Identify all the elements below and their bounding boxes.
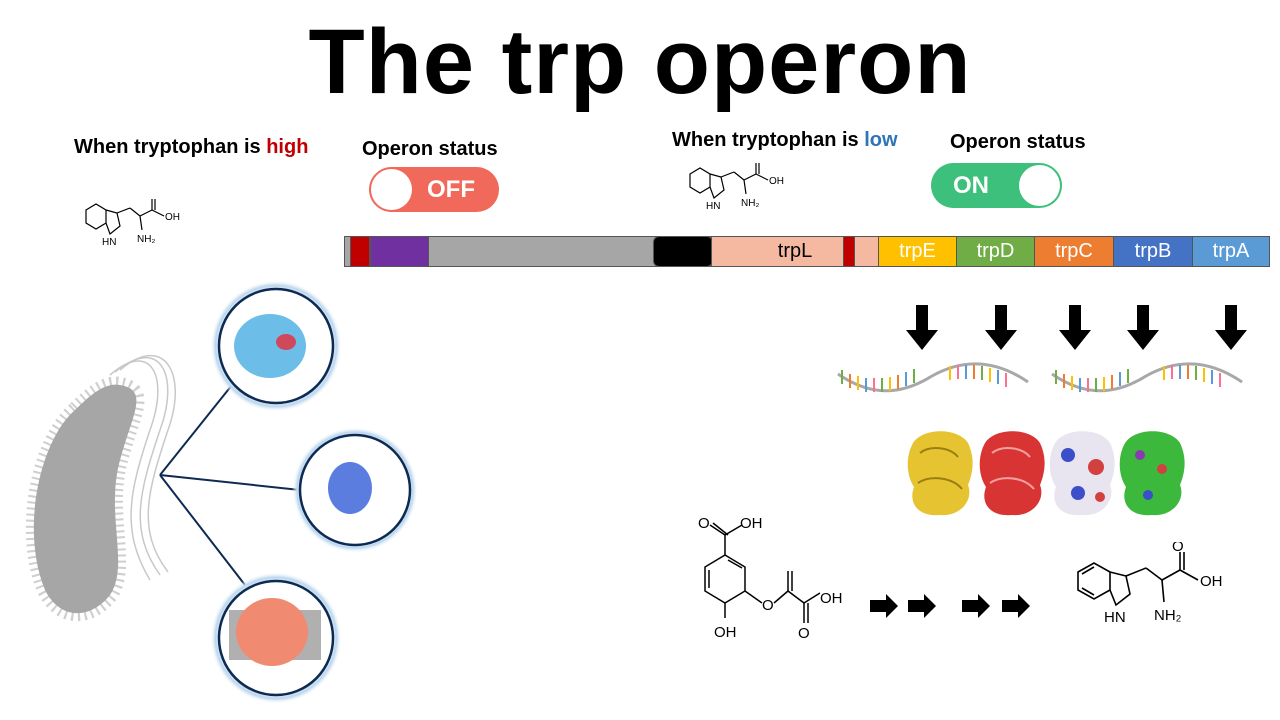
toggle-knob [1019, 165, 1060, 206]
low-status-heading: Operon status [950, 131, 1086, 153]
gene-trpC-label: trpC [1055, 240, 1093, 262]
gene-trpC: trpC [1034, 236, 1114, 267]
gene-trpA-label: trpA [1212, 240, 1250, 262]
gene-trpB-label: trpB [1134, 240, 1172, 262]
protein-circle-2 [292, 427, 418, 553]
enzyme-electrostatic [1049, 431, 1115, 516]
gene-trpE: trpE [878, 236, 957, 267]
gene-trpA: trpA [1192, 236, 1270, 267]
arrow-right-icon [962, 594, 990, 618]
promoter-element [350, 236, 370, 267]
protein-circle-3 [210, 572, 342, 704]
low-label-emphasis: low [864, 129, 898, 151]
gene-trpD: trpD [956, 236, 1035, 267]
toggle-knob [371, 169, 412, 210]
arrow-right-icon [870, 594, 898, 618]
protein-circle-1 [210, 280, 342, 412]
attenuator-element [843, 236, 855, 267]
transcription-arrows [906, 305, 1247, 350]
mrna-strands [837, 362, 1243, 393]
gene-trpL-label: trpL [777, 240, 813, 262]
arrow-down-icon [1127, 305, 1159, 350]
high-label-prefix: When tryptophan is [74, 136, 267, 158]
enzyme-green [1119, 431, 1185, 516]
small-oh-label: OH [769, 176, 784, 187]
big-hn-label: HN [1104, 609, 1126, 626]
high-condition-label: When tryptophan is high [74, 136, 308, 159]
high-label-emphasis: high [266, 136, 309, 158]
high-status-heading: Operon status [362, 138, 498, 160]
toggle-off-label: OFF [427, 176, 475, 203]
big-nh2-label: NH₂ [1154, 607, 1182, 624]
small-hn-label: HN [706, 201, 720, 212]
chor-o-label: O [698, 515, 710, 532]
gene-trpE-label: trpE [899, 240, 936, 262]
small-nh2-label: NH₂ [741, 198, 759, 209]
operon-off-toggle[interactable]: OFF [369, 167, 499, 212]
big-o-label: O [1172, 542, 1184, 555]
operon-bar: trpL trpE trpD trpC trpB trpA [344, 236, 1270, 267]
page-title: The trp operon [308, 11, 972, 113]
leader-region-element [653, 236, 713, 267]
chorismate-structure: O OH O OH O OH [698, 515, 843, 642]
enzyme-red [979, 431, 1045, 516]
arrow-right-icon [908, 594, 936, 618]
low-label-prefix: When tryptophan is [672, 129, 865, 151]
operator-element [370, 236, 429, 267]
bacterium-illustration [25, 280, 418, 704]
arrow-down-icon [1059, 305, 1091, 350]
gene-trpD-label: trpD [976, 240, 1015, 262]
low-condition-label: When tryptophan is low [672, 129, 898, 152]
tryptophan-structure-large: O OH HN NH₂ [1077, 542, 1223, 626]
chor-oh-label-2: OH [820, 590, 843, 607]
enzyme-structures [907, 431, 1185, 516]
gene-trpB: trpB [1113, 236, 1193, 267]
arrow-down-icon [1215, 305, 1247, 350]
arrow-down-icon [906, 305, 938, 350]
connector-lines [159, 374, 301, 586]
big-oh-label: OH [1200, 573, 1223, 590]
arrow-down-icon [985, 305, 1017, 350]
pathway-arrows [870, 594, 1030, 618]
operon-on-toggle[interactable]: ON [931, 163, 1062, 208]
tryptophan-structure-small-low: HN NH₂ OH [689, 163, 784, 212]
bacterium-cell [25, 376, 145, 622]
tryptophan-structure-small: HN NH₂ OH [85, 199, 180, 248]
chor-oh-label-3: OH [714, 624, 737, 641]
small-hn-label: HN [102, 237, 116, 248]
small-nh2-label: NH₂ [137, 234, 155, 245]
arrow-right-icon [1002, 594, 1030, 618]
enzyme-yellow [907, 431, 973, 516]
chor-o2-label: O [762, 597, 774, 614]
chor-oh-label-1: OH [740, 515, 763, 532]
flagella [109, 355, 176, 581]
toggle-on-label: ON [953, 172, 989, 199]
chor-o3-label: O [798, 625, 810, 642]
small-oh-label: OH [165, 212, 180, 223]
